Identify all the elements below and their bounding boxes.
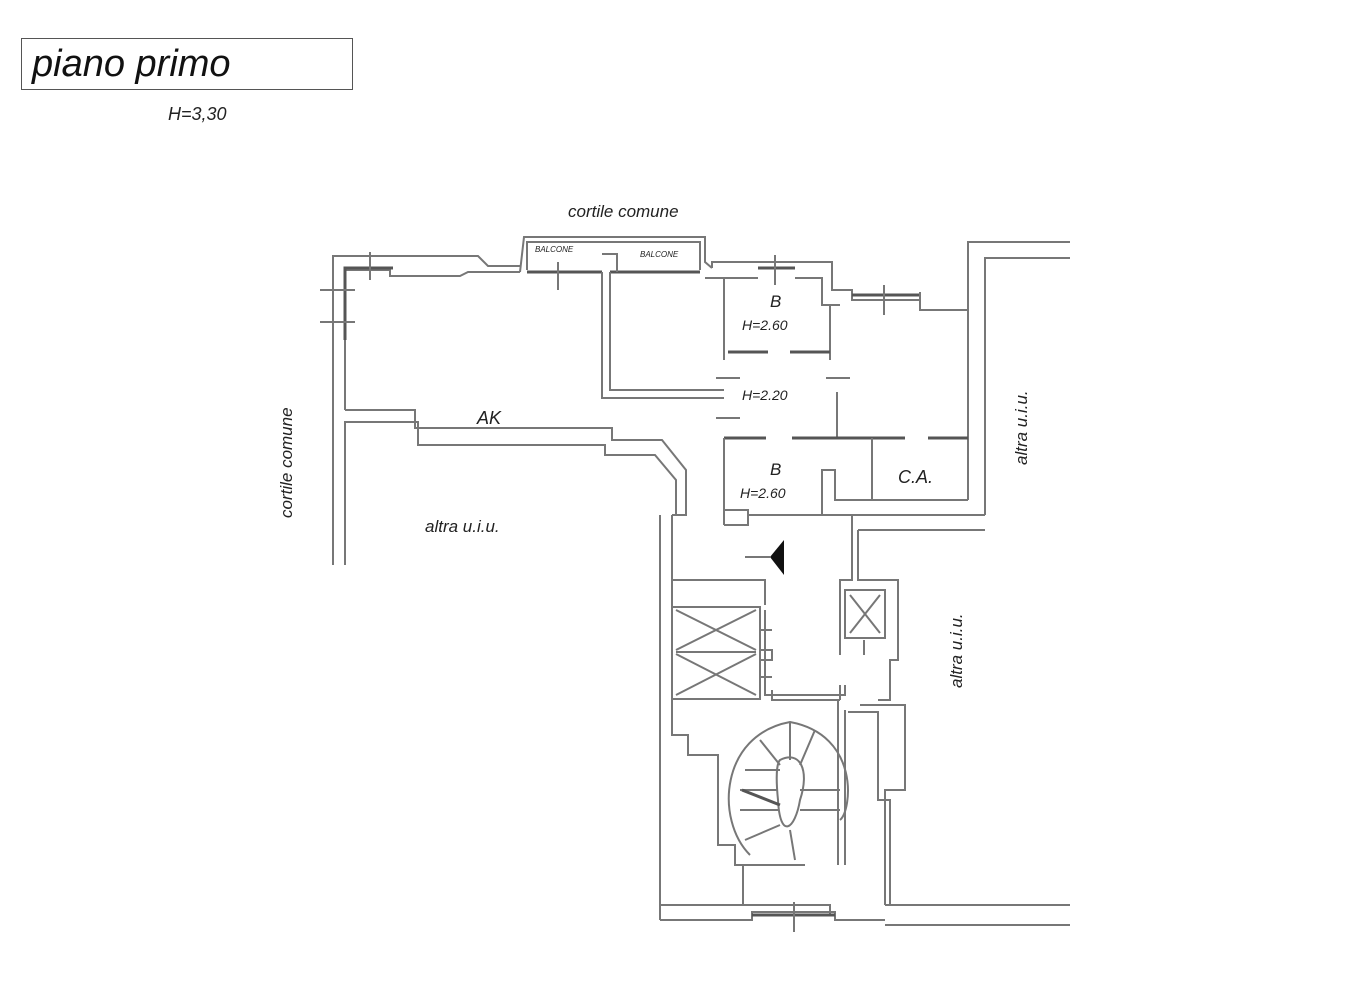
floor-title: piano primo	[32, 43, 231, 85]
title-box: piano primo	[21, 38, 353, 90]
other-unit-left-label: altra u.i.u.	[425, 517, 500, 536]
bath-top-label: B	[770, 292, 781, 311]
balcony-label-2: BALCONE	[640, 250, 679, 259]
bath-bottom-label: B	[770, 460, 781, 479]
bath-top-height: H=2.60	[742, 317, 788, 333]
other-unit-right-top-label: altra u.i.u.	[1012, 390, 1031, 465]
corridor-height: H=2.20	[742, 387, 788, 403]
bath-bottom-height: H=2.60	[740, 485, 786, 501]
floor-height-label: H=3,30	[168, 104, 227, 124]
main-room-label: AK	[476, 408, 502, 428]
balcony-label-1: BALCONE	[535, 245, 574, 254]
courtyard-left-label: cortile comune	[277, 407, 296, 518]
walls	[320, 236, 1070, 932]
closet-label: C.A.	[898, 467, 933, 487]
other-unit-right-bottom-label: altra u.i.u.	[947, 613, 966, 688]
courtyard-top-label: cortile comune	[568, 202, 679, 221]
